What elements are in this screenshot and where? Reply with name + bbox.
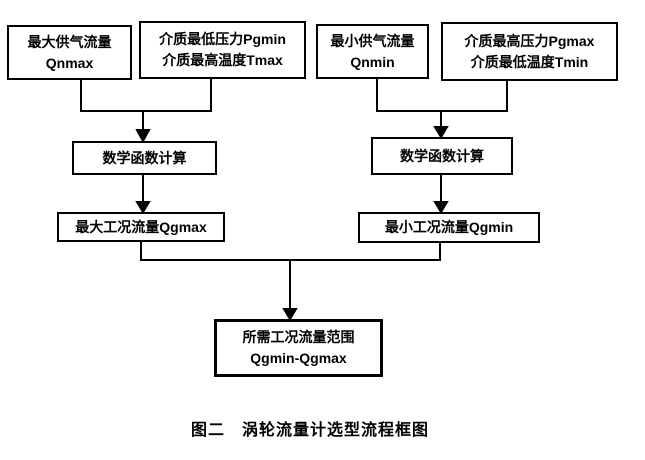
box-min-pressure-max-temp-line2: 介质最高温度Tmax <box>162 52 283 68</box>
box-max-pressure-min-temp-line1: 介质最高压力Pgmax <box>464 32 595 49</box>
box-min-supply-flow-line2: Qnmin <box>350 53 395 70</box>
arrowhead-to-math-left <box>135 129 151 144</box>
box-min-pressure-max-temp: 介质最低压力Pgmin 介质最高温度Tmax <box>139 21 306 79</box>
box-min-working-flow: 最小工况流量Qgmin <box>358 212 540 243</box>
box-min-supply-flow: 最小供气流量 Qnmin <box>316 24 429 79</box>
box-required-flow-range-line1: 所需工况流量范围 <box>242 329 355 345</box>
figure-caption: 图二 涡轮流量计选型流程框图 <box>190 422 429 439</box>
arrowhead-to-qgmin <box>433 201 449 214</box>
box-required-flow-range: 所需工况流量范围 Qgmin-Qgmax <box>214 319 383 377</box>
arrowhead-to-result <box>282 308 298 321</box>
box-max-supply-flow-line2: Qnmax <box>45 54 94 71</box>
box-math-function-right: 数学函数计算 <box>371 137 513 175</box>
arrowhead-to-math-right <box>433 126 449 139</box>
box-min-pressure-max-temp-line1: 介质最低压力Pgmin <box>159 31 286 47</box>
box-required-flow-range-line2: Qgmin-Qgmax <box>250 350 347 366</box>
box-max-supply-flow: 最大供气流量 Qnmax <box>7 25 132 80</box>
box-min-supply-flow-line1: 最小供气流量 <box>330 32 415 49</box>
box-max-pressure-min-temp: 介质最高压力Pgmax 介质最低温度Tmin <box>441 22 618 81</box>
box-math-function-left: 数学函数计算 <box>72 141 217 175</box>
box-max-supply-flow-line1: 最大供气流量 <box>27 33 112 50</box>
box-min-working-flow-label: 最小工况流量Qgmin <box>384 219 514 235</box>
arrowhead-to-qgmax <box>135 201 151 214</box>
box-max-pressure-min-temp-line2: 介质最低温度Tmin <box>470 53 589 70</box>
box-math-function-right-label: 数学函数计算 <box>400 147 484 164</box>
box-max-working-flow-label: 最大工况流量Qgmax <box>75 218 207 235</box>
box-math-function-left-label: 数学函数计算 <box>102 149 187 166</box>
box-max-working-flow: 最大工况流量Qgmax <box>57 212 225 242</box>
